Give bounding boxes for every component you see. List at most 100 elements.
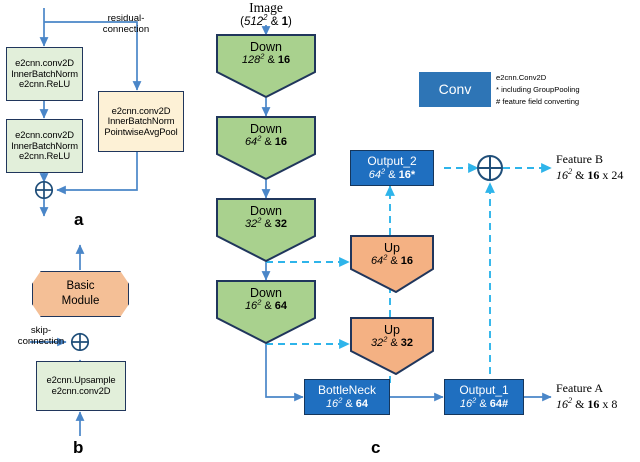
- output-1-exp: 2: [472, 394, 477, 404]
- encoder-3-shape: 322 & 32: [216, 216, 316, 231]
- decoder-up32-channels: 32: [400, 337, 414, 350]
- skip-connection-label: skip- connection: [10, 325, 72, 347]
- feature-a-exp: 2: [568, 395, 573, 405]
- encoder-2-shape: 642 & 16: [216, 133, 316, 149]
- input-shape-size: 512: [243, 16, 264, 28]
- down-pentagon-shape-3: [216, 198, 316, 262]
- output-1-sep: &: [476, 397, 490, 410]
- encoder-3-sep: &: [261, 218, 275, 231]
- block-conv-bn-avgpool-line1: e2cnn.conv2D: [111, 104, 171, 116]
- down-pentagon-shape-4: [216, 280, 316, 344]
- decoder-up64-size: 64: [370, 255, 384, 268]
- legend-note-line3: # feature field converting: [496, 96, 580, 106]
- feature-b-shape: 162 & 16 x 24: [556, 166, 623, 184]
- block-conv-bn-relu-bottom-line2: InnerBatchNorm: [11, 139, 78, 151]
- output-1-name: Output_1: [459, 382, 509, 397]
- input-shape-prefix: (: [240, 16, 244, 28]
- encoder-2-size: 64: [244, 136, 258, 149]
- bottleneck-exp: 2: [338, 394, 343, 404]
- feature-b-label: Feature B 162 & 16 x 24: [556, 152, 623, 183]
- block-conv-bn-relu-bottom: e2cnn.conv2D InnerBatchNorm e2cnn.ReLU: [6, 119, 83, 173]
- block-conv-bn-avgpool: e2cnn.conv2D InnerBatchNorm PointwiseAvg…: [98, 91, 184, 152]
- block-upsample-conv: e2cnn.Upsample e2cnn.conv2D: [36, 361, 126, 411]
- residual-connection-line1: residual-: [107, 13, 145, 24]
- feature-merge-sum-icon: [477, 155, 503, 181]
- encoder-4-exp: 2: [257, 297, 262, 307]
- encoder-1-size: 128: [241, 54, 261, 67]
- encoder-3-size: 32: [244, 218, 258, 231]
- encoder-block-down-3: Down 322 & 32: [216, 198, 316, 262]
- feature-b-size: 16: [556, 167, 568, 182]
- feature-b-name: Feature B: [556, 152, 603, 166]
- block-conv-bn-relu-top-line2: InnerBatchNorm: [11, 67, 78, 79]
- decoder-up32-exp: 2: [383, 334, 388, 344]
- down-pentagon-shape-2: [216, 116, 316, 180]
- output-1-channels: 64#: [489, 397, 509, 410]
- block-conv-bn-relu-top-line3: e2cnn.ReLU: [18, 78, 71, 90]
- block-conv-bn-avgpool-line2: InnerBatchNorm: [107, 115, 175, 127]
- panel-label-a: a: [74, 210, 84, 229]
- bottleneck-sep: &: [342, 397, 356, 410]
- panel-label-b: b: [73, 438, 84, 457]
- decoder-up32-name: Up: [384, 323, 400, 337]
- block-upsample-conv-line1: e2cnn.Upsample: [46, 374, 116, 386]
- bottleneck-size: 16: [325, 397, 339, 410]
- encoder-4-shape: 162 & 64: [216, 297, 316, 313]
- feature-a-label: Feature A 162 & 16 x 8: [556, 381, 617, 412]
- down-pentagon-shape-1: [216, 34, 316, 98]
- encoder-3-name: Down: [250, 204, 282, 218]
- output-2-sep: &: [385, 168, 399, 181]
- decoder-up64-shape: 642 & 16: [350, 253, 434, 268]
- input-image-title: Image: [249, 0, 283, 15]
- encoder-block-down-2: Down 642 & 16: [216, 116, 316, 180]
- encoder-1-name: Down: [250, 40, 282, 54]
- skip-connection-line2: connection: [17, 335, 65, 347]
- bottleneck-shape: 162 & 64: [325, 394, 369, 411]
- feature-a-name: Feature A: [556, 381, 603, 395]
- encoder-3-channels: 32: [274, 218, 288, 231]
- feature-b-exp: 2: [568, 166, 573, 176]
- feature-a-size: 16: [556, 396, 568, 411]
- block-conv-bn-relu-bottom-line3: e2cnn.ReLU: [18, 150, 71, 162]
- block-conv-bn-relu-bottom-line1: e2cnn.conv2D: [15, 129, 74, 141]
- feature-b-channels: 16: [587, 167, 600, 182]
- feature-a-shape: 162 & 16 x 8: [556, 395, 618, 413]
- encoder-block-down-1: Down 1282 & 16: [216, 34, 316, 98]
- bottleneck-channels: 64: [355, 397, 369, 410]
- residual-connection-label: residual- connection: [86, 13, 166, 35]
- input-image-title-group: Image (5122 & 1): [206, 0, 326, 28]
- decoder-up64-channels: 16: [400, 255, 414, 268]
- input-shape-channels: 1: [281, 16, 288, 28]
- output-1-shape: 162 & 64#: [460, 394, 509, 411]
- legend-note-line1: e2cnn.Conv2D: [496, 73, 547, 82]
- output-2-exp: 2: [381, 165, 386, 175]
- decoder-up64-sep: &: [387, 255, 401, 268]
- feature-a-channels: 16: [587, 396, 600, 411]
- encoder-4-name: Down: [250, 286, 282, 300]
- up-pentagon-shape-64: [350, 235, 434, 293]
- encoder-1-sep: &: [264, 54, 278, 67]
- feature-a-sep: &: [572, 396, 588, 411]
- skip-connection-line1: skip-: [30, 325, 52, 336]
- decoder-up32-size: 32: [370, 337, 384, 350]
- decoder-block-up-64: Up 642 & 16: [350, 235, 434, 293]
- encoder-2-exp: 2: [257, 133, 262, 143]
- encoder-4-channels: 64: [274, 300, 288, 313]
- input-image-shape: (5122 & 1): [206, 14, 326, 28]
- legend-notes: e2cnn.Conv2D * including GroupPooling # …: [496, 72, 580, 107]
- encoder-2-sep: &: [261, 136, 275, 149]
- feature-a-mult: x 8: [599, 396, 618, 411]
- block-upsample-conv-line2: e2cnn.conv2D: [51, 385, 111, 396]
- encoder-1-channels: 16: [277, 54, 291, 67]
- decoder-up32-sep: &: [387, 337, 401, 350]
- output-2-size: 64: [368, 168, 382, 181]
- decoder-up64-name: Up: [384, 241, 400, 255]
- input-shape-suffix: ): [288, 16, 292, 28]
- block-conv-bn-relu-top-line1: e2cnn.conv2D: [15, 57, 74, 69]
- encoder-block-down-4: Down 162 & 64: [216, 280, 316, 344]
- output-2-shape: 642 & 16*: [368, 165, 415, 182]
- encoder-2-name: Down: [250, 122, 282, 136]
- residual-sum-icon: [34, 180, 54, 200]
